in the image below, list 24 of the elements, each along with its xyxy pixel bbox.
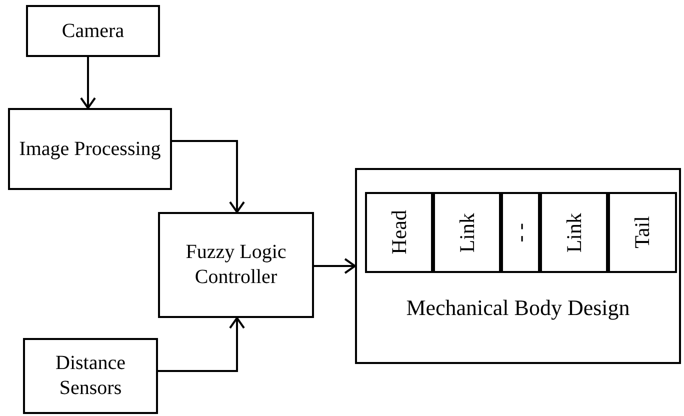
box-label: Fuzzy Logic Controller bbox=[184, 240, 288, 290]
box-label: Image Processing bbox=[19, 136, 161, 162]
process-box bbox=[8, 108, 172, 190]
box-label: - - bbox=[510, 222, 531, 242]
body-segment-box bbox=[608, 192, 677, 273]
body-segment-box bbox=[365, 192, 433, 273]
process-box bbox=[23, 338, 158, 414]
arrow bbox=[80, 57, 96, 109]
body-segment-box bbox=[433, 192, 501, 273]
arrow bbox=[172, 140, 245, 213]
box-label: Distance Sensors bbox=[54, 351, 126, 401]
box-label: Head bbox=[388, 210, 410, 255]
body-segment-box bbox=[501, 192, 540, 273]
process-box bbox=[158, 212, 314, 318]
box-label: Tail bbox=[632, 216, 653, 249]
box-label: Camera bbox=[62, 18, 124, 44]
box-label: Link bbox=[456, 212, 478, 252]
process-box bbox=[26, 5, 160, 57]
arrow bbox=[314, 258, 356, 274]
arrow bbox=[158, 317, 245, 372]
box-label: Link bbox=[564, 212, 584, 252]
body-segment-box bbox=[540, 192, 608, 273]
box-label: Mechanical Body Design bbox=[406, 294, 630, 322]
body-design-box bbox=[355, 168, 681, 364]
